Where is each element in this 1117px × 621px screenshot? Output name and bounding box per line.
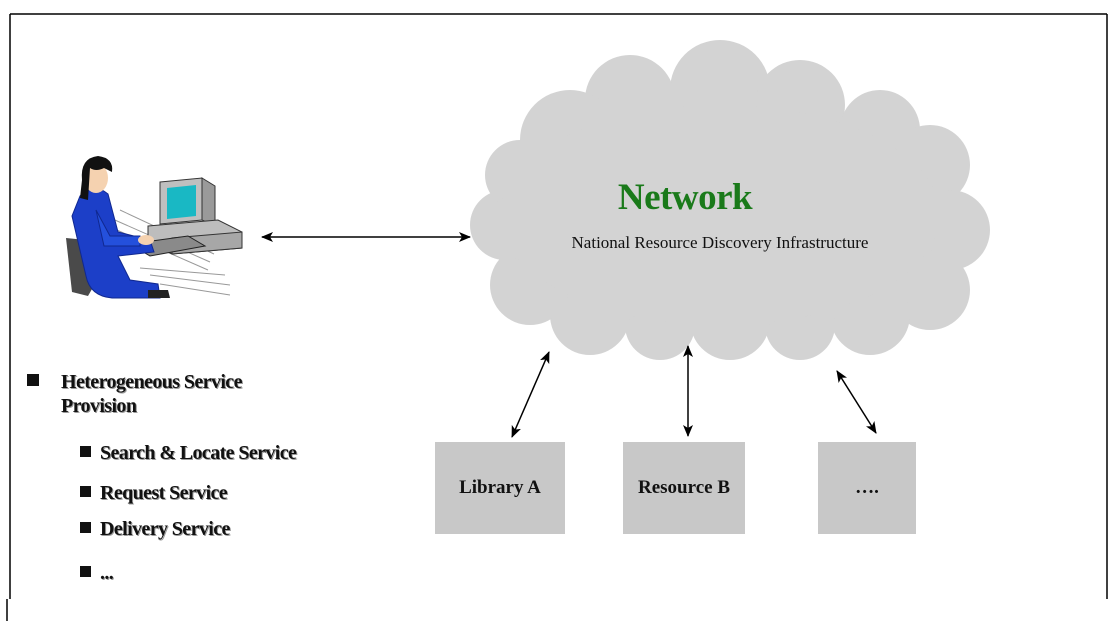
bullet-heterogeneous-service: Heterogeneous Service Provision xyxy=(27,370,327,418)
bullet-sub-text: Request Service xyxy=(100,482,228,504)
more-resources-box: …. xyxy=(818,442,916,534)
resource-b-box: Resource B xyxy=(623,442,745,534)
square-bullet-icon xyxy=(80,522,91,533)
network-title: Network xyxy=(617,177,753,218)
resource-b-label: Resource B xyxy=(638,477,730,498)
library-a-box: Library A xyxy=(435,442,565,534)
square-bullet-icon xyxy=(80,566,91,577)
library-a-label: Library A xyxy=(459,477,541,498)
square-bullet-icon xyxy=(80,486,91,497)
network-subtitle: National Resource Discovery Infrastructu… xyxy=(571,233,869,252)
arrow-network-library-a xyxy=(511,351,550,438)
bullet-delivery-service: Delivery Service xyxy=(80,518,230,540)
more-resources-label: …. xyxy=(855,477,879,498)
bullet-main-text: Heterogeneous Service Provision xyxy=(61,371,242,417)
bullet-request-service: Request Service xyxy=(80,482,228,504)
bullet-sub-text: ... xyxy=(100,562,114,584)
square-bullet-icon xyxy=(80,446,91,457)
arrow-network-more xyxy=(836,370,877,434)
network-cloud xyxy=(470,40,990,360)
bullet-sub-text: Delivery Service xyxy=(100,518,230,540)
bullet-sub-text: Search & Locate Service xyxy=(100,442,297,464)
person-at-computer-icon xyxy=(66,156,243,299)
bullet-more: ... xyxy=(80,562,114,584)
frame-border xyxy=(6,13,1108,621)
bullet-search-locate: Search & Locate Service xyxy=(80,442,297,464)
square-bullet-icon xyxy=(27,374,39,386)
